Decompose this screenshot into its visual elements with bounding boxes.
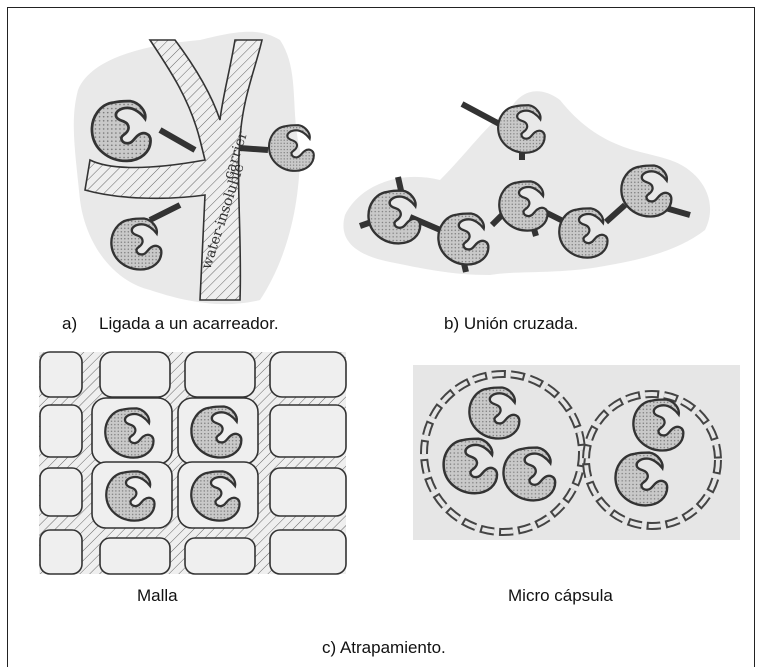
- caption-a-letter: a): [62, 314, 77, 334]
- enzyme-a-2: [269, 125, 314, 171]
- caption-capsule: Micro cápsula: [508, 586, 613, 606]
- caption-mesh: Malla: [137, 586, 178, 606]
- caption-b: b) Unión cruzada.: [444, 314, 578, 334]
- caption-a: Ligada a un acarreador.: [99, 314, 279, 334]
- panel-a-carrier-bound: water-insoluble carrier: [74, 32, 314, 304]
- panel-b-cross-linked: [343, 91, 710, 275]
- caption-c: c) Atrapamiento.: [322, 638, 446, 658]
- panel-c-capsule: [413, 365, 740, 540]
- panel-c-mesh: [39, 352, 346, 574]
